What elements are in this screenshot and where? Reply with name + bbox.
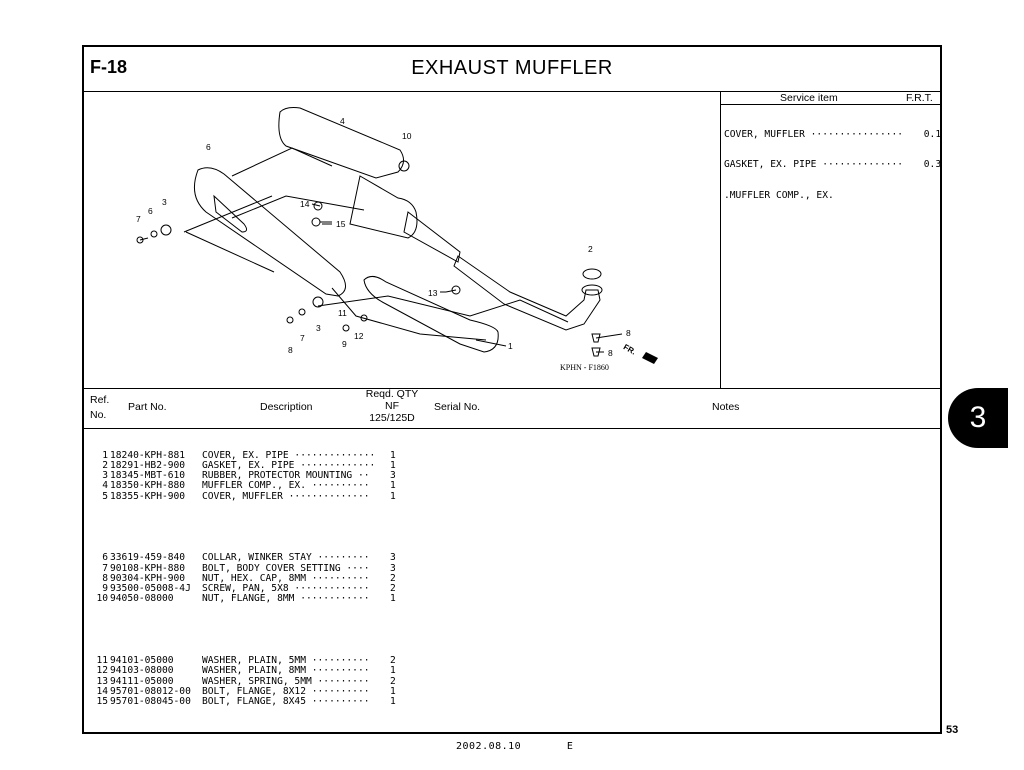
leader-line: [311, 203, 321, 207]
cap-nut: [591, 347, 601, 357]
fr-arrow-icon: [642, 352, 658, 364]
rubber-mount: [160, 224, 172, 236]
service-frt: 0.1: [923, 128, 942, 140]
callout-4: 4: [340, 116, 345, 126]
assembly-line: [231, 195, 365, 219]
service-item: GASKET, EX. PIPE ··············: [724, 159, 904, 171]
exhaust-pipe: [453, 255, 601, 331]
leader-line: [595, 333, 623, 339]
leader-line: [475, 339, 507, 347]
bolt-shank: [139, 237, 149, 241]
ref-header: Ref.No.: [90, 394, 110, 421]
callout-2: 2: [588, 244, 593, 254]
bolt-head: [451, 285, 461, 295]
assembly-line: [185, 231, 275, 273]
callout-5: 6: [206, 142, 211, 152]
fr-label: FR.: [622, 342, 638, 356]
frt-header: F.R.T.: [906, 92, 933, 104]
bolt-head: [311, 217, 321, 227]
description-column: COVER, EX. PIPE ··············GASKET, EX…: [202, 449, 376, 708]
bolt-head: [136, 236, 144, 244]
service-item: COVER, MUFFLER ················: [724, 128, 904, 140]
section-tab: 3: [948, 388, 1008, 448]
assembly-line: [331, 287, 487, 341]
callout-10: 10: [402, 131, 412, 141]
muffler-neck: [403, 211, 461, 263]
exploded-parts-diagram: 4 10 6 3 6 7 14 15 2 13 11 3 12 7 9 8 1 …: [136, 107, 658, 372]
callout-6b: 7: [300, 333, 305, 343]
washer: [360, 314, 368, 322]
bolt-head: [286, 316, 294, 324]
callout-7b: 8: [288, 345, 293, 355]
service-item-list: COVER, MUFFLER ················ GASKET, …: [724, 109, 903, 222]
service-frt: 0.3: [923, 159, 942, 171]
muffler-cover-slot: [213, 194, 248, 233]
rubber-mount: [312, 296, 324, 308]
qty-header: Reqd. QTY NF 125/125D: [365, 388, 419, 424]
callout-8: 8: [626, 328, 631, 338]
callout-3: 3: [162, 197, 167, 207]
footer-edition: E: [566, 741, 574, 752]
washer: [313, 201, 323, 211]
table-header-divider: [84, 428, 940, 429]
description-header: Description: [260, 401, 313, 413]
callout-3b: 3: [316, 323, 321, 333]
page-frame: F-18 EXHAUST MUFFLER Service item F.R.T.…: [82, 45, 942, 734]
assembly-line: [317, 295, 569, 323]
page-title: EXHAUST MUFFLER: [411, 57, 613, 79]
service-item-header: Service item: [780, 92, 838, 104]
cap-nut: [591, 333, 601, 343]
muffler-heat-cover: [278, 107, 404, 179]
service-divider: [720, 91, 721, 388]
callout-12: 14: [300, 199, 310, 209]
muffler-cover: [193, 167, 346, 297]
serial-header: Serial No.: [434, 401, 481, 413]
assembly-line: [231, 147, 333, 177]
callout-6: 6: [148, 206, 153, 216]
table-top-divider: [84, 388, 940, 389]
collar: [298, 308, 306, 316]
service-header-divider: [720, 104, 940, 105]
service-item: .MUFFLER COMP., EX.: [724, 190, 834, 202]
callout-11: 11: [338, 308, 347, 318]
footer: 2002.08.10 E: [456, 741, 573, 752]
callout-13: 12: [354, 331, 364, 341]
callout-15: 15: [336, 219, 346, 229]
nut: [398, 160, 410, 172]
exhaust-pipe-cover: [363, 276, 499, 353]
callout-9: 9: [342, 339, 347, 349]
collar: [150, 230, 158, 238]
page-number: 53: [946, 724, 959, 736]
section-code: F-18: [90, 57, 128, 77]
assembly-line: [183, 195, 273, 233]
screw-head: [342, 324, 350, 332]
service-frt-list: 0.1 0.3: [918, 109, 941, 212]
gasket: [582, 268, 602, 280]
muffler-body: [349, 175, 418, 239]
callout-8b: 8: [608, 348, 613, 358]
pipe-flange: [581, 284, 603, 296]
bolt-shank: [445, 289, 457, 293]
callout-1: 1: [508, 341, 513, 351]
footer-date: 2002.08.10: [456, 741, 522, 752]
callout-14: 13: [428, 288, 438, 298]
title-divider: [84, 91, 940, 92]
notes-header: Notes: [712, 401, 740, 413]
diagram-code: KPHN - F1860: [560, 363, 609, 372]
part-no-header: Part No.: [128, 401, 167, 413]
callout-7: 7: [136, 214, 141, 224]
